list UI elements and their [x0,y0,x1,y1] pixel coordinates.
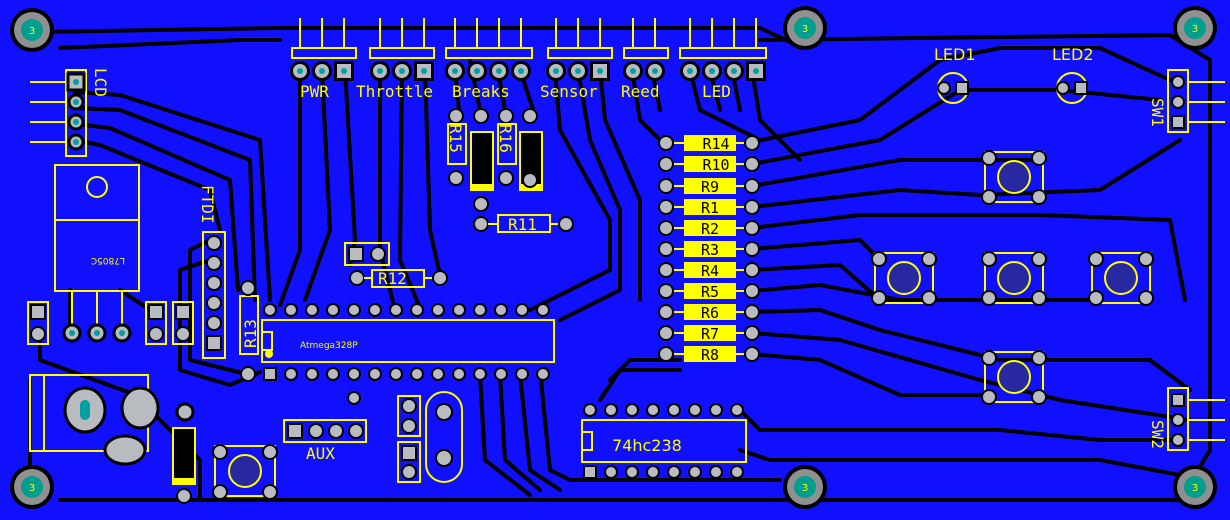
r14-body [684,135,736,151]
r6-label: R6 [701,304,719,322]
breaks-label: Breaks [452,82,510,101]
lcd-label: LCD [91,68,110,97]
mount-hole-bottom-right: 3 [1173,465,1217,509]
mount-hole-label: 3 [1192,483,1198,494]
capacitor-c3 [172,301,194,345]
r3-label: R3 [701,241,719,259]
aux-header: AUX [283,419,367,463]
crystal [425,391,463,483]
decoder-chip: 74hc238 [581,403,747,479]
r1-body [684,199,736,215]
sw2-label: SW2 [1148,420,1167,449]
pwr-header-outline [291,47,357,59]
sensor-label: Sensor [540,82,598,101]
sw1-header: SW1 [1148,69,1225,133]
r2-body [684,220,736,236]
r5-body [684,283,736,299]
led2-label: LED2 [1052,45,1094,64]
capacitor-c4 [397,395,421,437]
button-down[interactable] [981,350,1047,405]
dc-jack [29,374,195,466]
r3-body [684,241,736,257]
r9-body [684,178,736,194]
mount-hole-label: 3 [29,483,35,494]
breaks-header-outline [445,47,533,59]
capacitor-c2 [145,301,167,345]
r4-label: R4 [701,262,719,280]
regulator-label: L7805C [91,255,125,265]
jumper-j1 [344,242,390,266]
mount-hole-label: 3 [29,26,35,37]
r12-label: R12 [378,269,407,288]
r1-label: R1 [701,199,719,217]
reset-button[interactable] [212,444,278,500]
mount-hole-label: 3 [802,483,808,494]
reed-label: Reed [621,82,660,101]
led1-label: LED1 [934,45,976,64]
mounting-holes: 3 3 3 3 3 3 [10,6,1217,509]
resistor-array: R14 R10 R9 R1 R2 R3 R4 R5 R6 R7 R8 [658,135,760,364]
r8-body [684,346,736,362]
button-center[interactable] [981,251,1047,306]
throttle-label: Throttle [356,82,433,101]
resistor-r12: R12 [349,269,448,288]
mount-hole-top-right: 3 [1173,6,1217,50]
r16-label: R16 [496,124,515,153]
led-label: LED [702,82,731,101]
r5-label: R5 [701,283,719,301]
ftdi-label: FTDI [198,185,217,224]
mount-hole-bottom-left: 3 [10,465,54,509]
pwr-label: PWR [300,82,329,101]
r14-label: R14 [702,135,729,153]
diode-d3 [519,108,543,191]
resistor-r16: R16 [496,108,517,186]
aux-label: AUX [306,444,335,463]
button-right[interactable] [1088,251,1154,306]
decoder-label: 74hc238 [612,436,682,455]
voltage-regulator: L7805C [54,164,140,343]
r10-label: R10 [702,156,729,174]
header-pads [290,61,766,81]
resistor-r13: R13 [239,280,260,382]
reed-header-outline [623,47,669,59]
r7-body [684,325,736,341]
led1: LED1 [934,45,976,104]
r13-label: R13 [241,319,260,348]
r11-label: R11 [508,215,537,234]
sw2-header: SW2 [1148,387,1225,451]
r15-label: R15 [446,124,465,153]
r4-body [684,262,736,278]
resistor-r15: R15 [446,108,467,186]
r9-label: R9 [701,178,719,196]
led2: LED2 [1052,45,1094,104]
r7-label: R7 [701,325,719,343]
diode-d2 [470,108,494,212]
r2-label: R2 [701,220,719,238]
button-up[interactable] [981,150,1047,205]
sw1-label: SW1 [1148,98,1167,127]
button-left[interactable] [871,251,937,306]
mount-hole-top-mid: 3 [783,6,827,50]
r10-body [684,156,736,172]
mcu-bottom-pins [263,367,550,381]
lcd-header: LCD [30,68,110,157]
r6-body [684,304,736,320]
mount-hole-label: 3 [1192,24,1198,35]
mcu-top-pins [263,303,550,317]
mount-hole-label: 3 [802,24,808,35]
diode [172,427,196,504]
mcu-chip: Atmega328P [261,303,555,405]
capacitor-c1 [27,301,49,345]
led-header-outline [679,47,767,59]
mount-hole-bottom-mid: 3 [783,465,827,509]
capacitor-c5 [397,441,421,483]
ftdi-header: FTDI [198,185,226,359]
mount-hole-top-left: 3 [10,8,54,52]
mcu-label: Atmega328P [300,341,358,351]
r8-label: R8 [701,346,719,364]
top-headers [291,18,767,59]
resistor-r11: R11 [473,214,574,234]
sensor-header-outline [547,47,613,59]
